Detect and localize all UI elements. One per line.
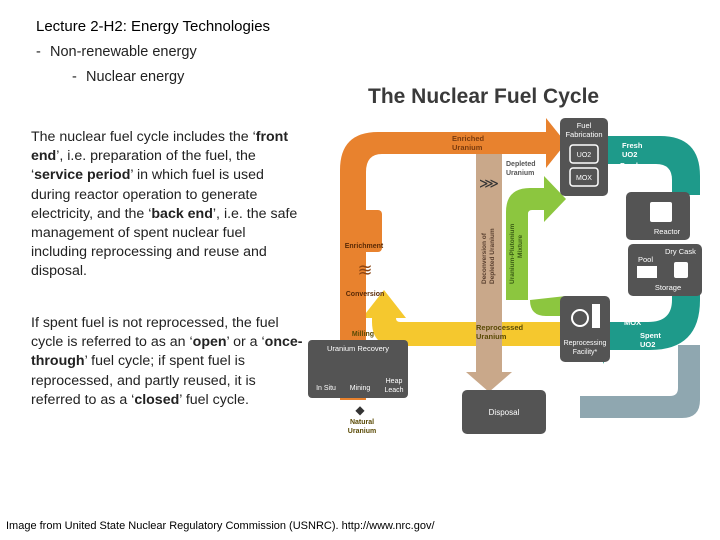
- label-mox: MOX: [576, 175, 592, 182]
- reprocessing-icon: [571, 309, 589, 327]
- para2-text-2: ’ or a ‘: [226, 334, 265, 351]
- label-disposal: Disposal: [489, 408, 520, 417]
- pool-icon: [637, 266, 657, 278]
- label-milling: Milling: [352, 331, 374, 338]
- tan-arrow-head: [466, 372, 512, 392]
- label-depleted-2: Uranium: [506, 170, 534, 177]
- yellow-arrow-head: [362, 290, 406, 318]
- depleted-uranium-icon: ⋙: [479, 175, 499, 191]
- label-fuel-fab: Fuel: [577, 121, 592, 130]
- label-u-pu-2: Mixture: [517, 235, 524, 259]
- label-spent-uo2-2: UO2: [640, 340, 655, 349]
- label-in-situ: In Situ: [316, 385, 336, 392]
- label-natural: Natural: [350, 419, 374, 426]
- label-fresh-uo2-2: UO2: [622, 150, 637, 159]
- storage-box: [628, 244, 702, 296]
- paragraph-open-closed: If spent fuel is not reprocessed, the fu…: [31, 314, 303, 410]
- label-storage: Storage: [655, 283, 681, 292]
- label-mining: Mining: [350, 385, 371, 392]
- label-spent-mox: Spent: [624, 309, 645, 318]
- slide-title: Lecture 2-H2: Energy Technologies: [36, 18, 270, 35]
- reprocessing-stack-icon: [592, 304, 600, 328]
- lecture-topic: : Energy Technologies: [122, 18, 271, 35]
- label-fuel-fab-2: Fabrication: [565, 130, 602, 139]
- label-reactor: Reactor: [654, 227, 681, 236]
- bullet-level2: -Nuclear energy: [72, 69, 184, 85]
- bullet-dash: -: [36, 44, 41, 60]
- label-uranium-recovery: Uranium Recovery: [327, 344, 389, 353]
- green-arrow-to-reprocessing: [530, 296, 566, 316]
- orange-arrow-head: [546, 118, 566, 168]
- enrichment-box: [344, 210, 382, 252]
- disposal-box: [462, 390, 546, 434]
- label-enrichment: Enrichment: [345, 243, 384, 250]
- bullet-dash: -: [72, 69, 77, 85]
- bullet-level2-text: Nuclear energy: [86, 69, 185, 85]
- green-arrow-head: [544, 176, 566, 222]
- term-front-end: front end: [31, 129, 289, 165]
- para2-text-4: ’ fuel cycle.: [179, 391, 249, 408]
- term-open: open: [192, 334, 227, 351]
- bullet-level1-text: Non-renewable energy: [50, 44, 197, 60]
- label-conversion: Conversion: [346, 291, 385, 298]
- nuclear-fuel-cycle-diagram: ≋ ⋙ ◆ The Nuclear Fuel Cycle Enriched Ur…: [308, 85, 702, 435]
- uranium-recovery-box: [308, 340, 408, 398]
- label-enriched-2: Uranium: [452, 143, 483, 152]
- label-spent-uo2: Spent: [640, 331, 661, 340]
- uo2-icon: [569, 144, 599, 164]
- label-dry-cask: Dry Cask: [665, 247, 696, 256]
- para1-text-1: The nuclear fuel cycle includes the ‘: [31, 129, 256, 145]
- para1-text-2: ’, i.e. preparation of the fuel, the ‘: [31, 148, 256, 184]
- paragraph-fuel-cycle: The nuclear fuel cycle includes the ‘fro…: [31, 128, 303, 282]
- natural-uranium-icon: ◆: [355, 403, 365, 417]
- bullet-level1: -Non-renewable energy: [36, 44, 197, 60]
- reactor-icon: [650, 202, 672, 222]
- para2-text-3: ’ fuel cycle; if spent fuel is reprocess…: [31, 353, 256, 408]
- fuel-fabrication-box: [560, 118, 608, 196]
- para1-text-3: ’ in which fuel is used during reactor o…: [31, 167, 264, 222]
- term-once-through: once-through: [31, 334, 303, 370]
- teal-arrow-fresh-fuel: [608, 136, 700, 195]
- term-back-end: back end: [151, 205, 213, 222]
- label-reprocessing: Reprocessing: [564, 340, 607, 347]
- para1-text-4: ’, i.e. the safe management of spent nuc…: [31, 205, 298, 280]
- green-arrow-uranium-plutonium: [506, 188, 548, 300]
- tan-arrow-depleted-uranium: [476, 154, 502, 374]
- label-reprocessed-u: Reprocessed: [476, 323, 524, 332]
- label-reprocessed-u-2: Uranium: [476, 332, 507, 341]
- label-spent-mox-2: MOX: [624, 318, 641, 327]
- label-uo2: UO2: [577, 152, 592, 159]
- label-heap-2: Leach: [384, 387, 403, 394]
- label-depleted: Depleted: [506, 161, 536, 168]
- label-pool: Pool: [638, 255, 653, 264]
- label-fresh-mox: Fresh: [620, 161, 641, 170]
- dry-cask-icon: [674, 262, 688, 278]
- label-enriched: Enriched: [452, 134, 485, 143]
- label-natural-2: Uranium: [348, 428, 376, 435]
- image-credit: Image from United State Nuclear Regulato…: [6, 520, 435, 532]
- term-service-period: service period: [34, 167, 131, 184]
- slate-arrow-to-disposal: [580, 345, 700, 418]
- label-fresh-mox-2: MOX: [620, 170, 637, 179]
- label-reprocessing-2: Facility*: [573, 349, 598, 356]
- label-u-pu: Uranium-Plutonium: [509, 223, 516, 284]
- label-deconversion-2: Depleted Uranium: [489, 228, 496, 284]
- term-closed: closed: [134, 391, 180, 408]
- label-heap: Heap: [386, 378, 403, 385]
- lecture-number: Lecture 2-H2: [36, 18, 123, 35]
- diagram-title: The Nuclear Fuel Cycle: [368, 85, 599, 108]
- conversion-icon: ≋: [357, 260, 372, 280]
- label-fresh-uo2: Fresh: [622, 141, 643, 150]
- para2-text-1: If spent fuel is not reprocessed, the fu…: [31, 315, 279, 351]
- mox-icon: [569, 167, 599, 187]
- label-deconversion: Deconversion of: [481, 232, 488, 284]
